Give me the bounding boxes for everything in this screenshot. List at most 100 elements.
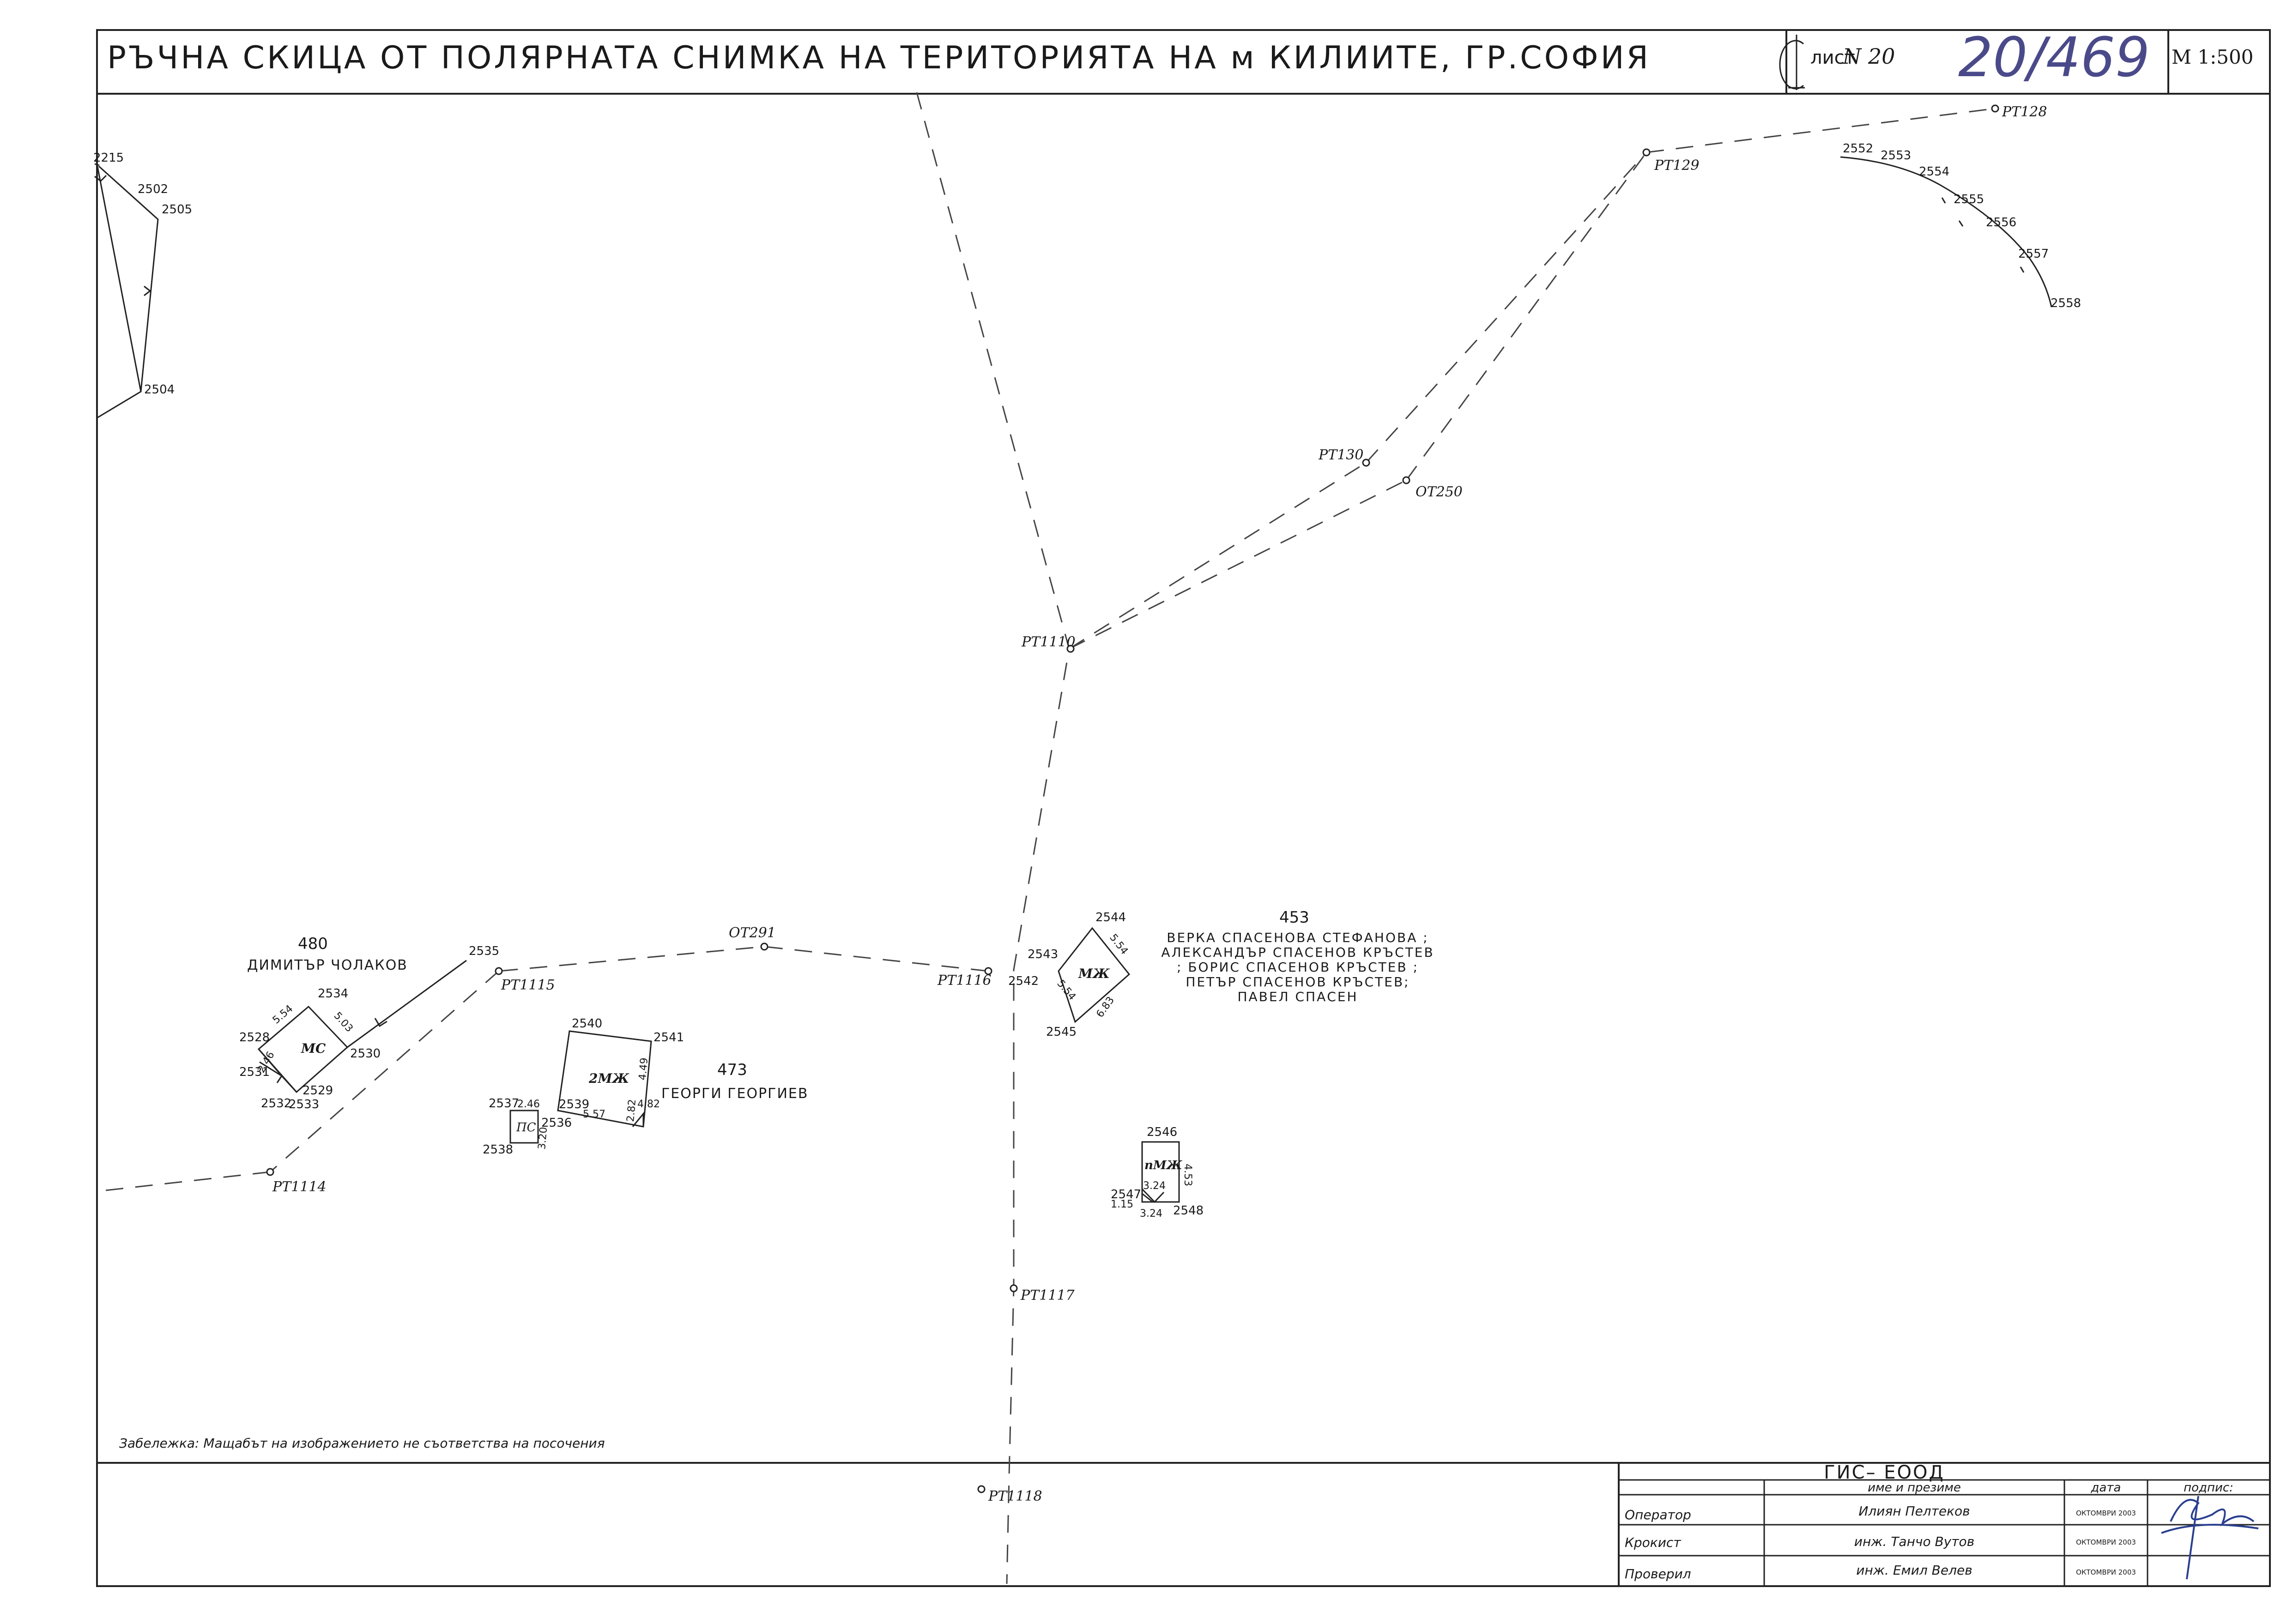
parcel-453-owner-4: ПЕТЪР СПАСЕНОВ КРЪСТЕВ; — [1186, 974, 1410, 990]
sheet-number: N 20 — [1842, 44, 1895, 69]
scale-label: М 1:500 — [2172, 46, 2253, 68]
station-pt128: PT128 — [2002, 104, 2047, 120]
col-date-header: дата — [2091, 1481, 2121, 1495]
row-krokist-role: Крокист — [1625, 1535, 1681, 1550]
scale-note: Забележка: Мащабът на изображението не с… — [119, 1436, 605, 1451]
point-2539: 2539 — [559, 1098, 589, 1111]
point-2542: 2542 — [1008, 974, 1039, 988]
point-2215: 2215 — [93, 151, 124, 165]
parcel-473-number: 473 — [717, 1061, 747, 1079]
point-2530: 2530 — [350, 1047, 381, 1061]
parcel-473-owner: ГЕОРГИ ГЕОРГИЕВ — [661, 1086, 808, 1102]
row-krokist-date: ОКТОМВРИ 2003 — [2076, 1538, 2136, 1546]
dim-4-49: 4.49 — [637, 1057, 650, 1081]
point-2558: 2558 — [2051, 296, 2081, 310]
dim-2-46-b: 2.46 — [517, 1099, 540, 1110]
point-2533: 2533 — [289, 1098, 319, 1111]
station-pt1114: PT1114 — [272, 1179, 327, 1195]
building-ps: ПС — [516, 1121, 536, 1135]
dim-4-53: 4.53 — [1182, 1164, 1193, 1186]
row-operator-date: ОКТОМВРИ 2003 — [2076, 1509, 2136, 1517]
row-checked-date: ОКТОМВРИ 2003 — [2076, 1568, 2136, 1576]
row-operator-name: Илиян Пелтеков — [1858, 1503, 1970, 1519]
sheet-frame — [96, 29, 2271, 1587]
dim-5-57: 5.57 — [583, 1109, 605, 1120]
parcel-480-owner: ДИМИТЪР ЧОЛАКОВ — [247, 957, 408, 973]
point-2531: 2531 — [239, 1065, 270, 1079]
dim-5-54-a: 5.54 — [271, 1003, 296, 1026]
point-2502: 2502 — [138, 182, 168, 196]
dim-5-54-c: 5.54 — [1054, 978, 1078, 1003]
point-2535: 2535 — [469, 944, 499, 958]
station-pt1110: PT1110 — [1021, 634, 1076, 650]
station-pt1117: PT1117 — [1020, 1287, 1075, 1304]
parcel-453-owners: ВЕРКА СПАСЕНОВА СТЕФАНОВА ; АЛЕКСАНДЪР С… — [1161, 930, 1434, 1004]
station-markers — [266, 104, 1999, 1493]
point-2547: 2547 — [1111, 1188, 1141, 1201]
building-nmzh: пМЖ — [1144, 1159, 1183, 1172]
top-right-curb — [1840, 156, 2052, 308]
parcel-480-geometry — [257, 960, 467, 1093]
row-krokist-name: инж. Танчо Вутов — [1854, 1534, 1974, 1549]
point-2552: 2552 — [1843, 142, 1873, 156]
company-name: ГИС– ЕООД — [1824, 1462, 1944, 1483]
building-ms: МС — [301, 1041, 326, 1056]
point-2557: 2557 — [2018, 247, 2049, 261]
col-name-header: име и презиме — [1868, 1481, 1961, 1495]
dim-3-24-a: 3.24 — [1143, 1180, 1166, 1192]
parcel-453-owner-1: ВЕРКА СПАСЕНОВА СТЕФАНОВА ; — [1167, 930, 1428, 945]
col-sign-header: подпис: — [2184, 1481, 2233, 1495]
station-pt1115: PT1115 — [501, 977, 555, 993]
station-pt130: PT130 — [1318, 447, 1363, 463]
point-2548: 2548 — [1173, 1204, 1204, 1218]
parcel-480-number: 480 — [298, 935, 328, 953]
building-mzh: МЖ — [1078, 966, 1110, 981]
signature-icon — [2161, 1496, 2259, 1580]
point-2536: 2536 — [541, 1116, 572, 1130]
point-2540: 2540 — [572, 1017, 602, 1031]
company-logo-icon — [1779, 35, 1805, 90]
parcel-473-geometry — [509, 1030, 652, 1144]
parcel-453-number: 453 — [1279, 908, 1309, 927]
station-pt129: PT129 — [1654, 157, 1699, 174]
point-2528: 2528 — [239, 1031, 270, 1044]
point-2534: 2534 — [318, 987, 348, 1001]
point-2546: 2546 — [1147, 1125, 1177, 1139]
point-2532: 2532 — [261, 1097, 291, 1111]
parcel-453-owner-3: ; БОРИС СПАСЕНОВ КРЪСТЕВ ; — [1177, 960, 1419, 975]
dim-4-82: 4.82 — [637, 1099, 660, 1110]
dim-3-24-b: 3.24 — [1140, 1208, 1162, 1220]
parcel-453-owner-5: ПАВЕЛ СПАСЕН — [1237, 989, 1358, 1004]
row-operator-role: Оператор — [1625, 1507, 1691, 1522]
building-2mzh: 2МЖ — [588, 1071, 629, 1086]
point-2553: 2553 — [1881, 149, 1911, 163]
point-2529: 2529 — [303, 1084, 333, 1098]
station-labels: PT128 PT129 PT130 OT250 PT1110 PT1116 OT… — [272, 104, 2047, 1504]
dim-2-82: 2.82 — [625, 1099, 638, 1123]
point-2554: 2554 — [1919, 165, 1949, 179]
sheet-prefix: лист — [1810, 47, 1855, 68]
top-right-point-labels: 2552 2553 2554 2555 2556 2557 2558 — [1843, 142, 2081, 310]
point-2545: 2545 — [1046, 1025, 1077, 1039]
top-left-point-labels: 2215 2502 2505 2504 — [93, 151, 192, 397]
traverse-lines — [97, 92, 1996, 1584]
dim-6-83: 6.83 — [1094, 995, 1117, 1020]
parcel-480-labels: 2535 2534 2528 2531 2532 2533 2529 2530 … — [239, 935, 499, 1111]
sheet-title: РЪЧНА СКИЦА ОТ ПОЛЯРНАТА СНИМКА НА ТЕРИТ… — [107, 40, 1651, 76]
row-checked-role: Проверил — [1625, 1566, 1691, 1582]
handwritten-sheet-number: 20/469 — [1958, 25, 2150, 89]
dim-1-15: 1.15 — [1111, 1199, 1133, 1210]
point-2555: 2555 — [1954, 193, 1984, 206]
parcel-453-geometry — [1058, 927, 1180, 1203]
parcel-473-labels: 2540 2541 2539 2537 2536 2538 4.49 5.57 … — [483, 1017, 808, 1157]
point-2538: 2538 — [483, 1143, 513, 1157]
dim-3-20: 3.20 — [536, 1127, 550, 1150]
point-2537: 2537 — [489, 1097, 519, 1111]
station-pt1116: PT1116 — [937, 972, 992, 989]
row-checked-name: инж. Емил Велев — [1856, 1563, 1972, 1578]
station-ot291: OT291 — [729, 925, 776, 941]
station-ot250: OT250 — [1416, 484, 1463, 500]
parcel-453-owner-2: АЛЕКСАНДЪР СПАСЕНОВ КРЪСТЕВ — [1161, 945, 1434, 960]
point-2505: 2505 — [162, 203, 192, 217]
